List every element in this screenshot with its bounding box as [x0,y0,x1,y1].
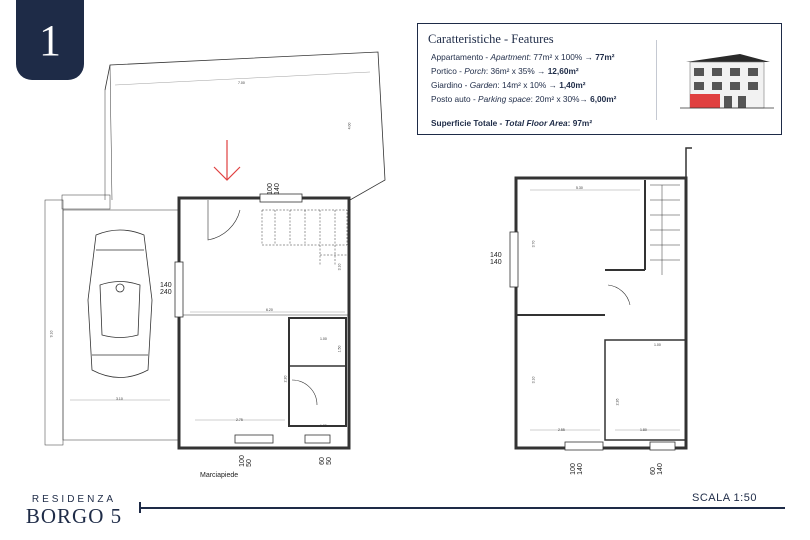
window-left-label: 140 240 [160,282,172,296]
unit-number-badge: 1 [16,0,84,80]
window-top-label: 100 140 [266,183,281,195]
feature-it: Giardino - [431,80,470,90]
footer-rule [139,507,785,509]
dim-parking-side: 9.10 [49,330,54,338]
dim-bath-bottom: 1.35 [320,424,327,428]
feature-total: Superficie Totale - Total Floor Area: 97… [431,118,592,128]
dim-upper-width: 5.30 [576,186,583,190]
window-left-upper-label: 140 140 [490,252,502,266]
feature-line-apartment: Appartamento - Apartment: 77m² x 100% → … [431,52,615,62]
lot-boundary [104,51,386,204]
dim-hall-height: 2.20 [283,375,288,383]
dim-room-width: 6.20 [266,308,273,312]
feature-result: 77m² [595,52,615,62]
upper-floor-walls [514,176,688,450]
sidewalk-label: Marciapiede [200,472,239,479]
feature-calc: : 77m² x 100% → [528,52,596,62]
brand-logo: RESIDENZA BORGO 5 [22,494,126,529]
feature-result: 12,60m² [547,66,579,76]
neighbour-strip [61,194,111,210]
total-it: Superficie Totale - [431,118,505,128]
scale-label: SCALA 1:50 [692,492,757,504]
stairs-upper [650,184,680,275]
brand-top: RESIDENZA [31,494,117,505]
ground-floor-walls [177,196,351,450]
window-left [174,261,184,318]
window-top [259,193,303,203]
car-drawing [87,229,153,378]
features-title: Caratteristiche - Features [428,32,554,46]
feature-calc: : 14m² x 10% → [497,80,560,90]
feature-it: Posto auto - [431,94,479,104]
dim-upper-side: 2.26 [615,398,620,406]
dim-bath-top: 1.00 [320,337,327,341]
dim-ground-bottom: 2.75 [236,418,243,422]
dim-room-height: 3.10 [337,263,342,271]
dim-lot-side: 4.00 [347,122,352,130]
feature-result: 6,00m² [590,94,617,104]
door-bottom-label-1: 100 50 [238,455,253,467]
bathroom-walls [288,317,347,427]
feature-calc: : 36m² x 35% → [485,66,548,76]
dim-bath-side: 1.50 [337,345,342,353]
feature-line-parking: Posto auto - Parking space: 20m² x 30%→ … [431,94,616,104]
feature-en: Porch [464,66,486,76]
feature-line-garden: Giardino - Garden: 14m² x 10% → 1,40m² [431,80,586,90]
feature-en: Apartment [490,52,529,62]
dim-upper-bath-bottom: 1.80 [640,428,647,432]
features-panel: Caratteristiche - Features Appartamento … [417,23,782,135]
dim-upper-height: 3.70 [531,240,536,248]
feature-calc: : 20m² x 30%→ [530,94,591,104]
dim-upper-lower: 2.55 [558,428,565,432]
upper-bathroom [604,339,687,441]
total-en: Total Floor Area [504,118,568,128]
feature-it: Appartamento - [431,52,491,62]
feature-it: Portico - [431,66,465,76]
feature-line-porch: Portico - Porch: 36m² x 35% → 12,60m² [431,66,579,76]
dim-lot-width: 7.00 [238,81,245,85]
dim-upper-mid: 3.10 [531,376,536,384]
entrance-arrow [213,140,241,181]
total-value: : 97m² [567,118,593,128]
door-bottom-upper-label-1: 100 140 [569,463,584,475]
unit-number: 1 [39,15,61,65]
stairs-ground [261,209,348,265]
dim-parking-width: 3.10 [116,397,123,401]
feature-en: Garden [469,80,498,90]
building-thumbnail-icon [680,54,774,109]
feature-en: Parking space [478,94,531,104]
entrance-door-swing [207,200,241,241]
brand-bottom: BORGO 5 [25,504,123,528]
parking-area [62,209,179,441]
door-bottom-label-2: 60 50 [318,457,333,465]
features-divider [656,40,657,120]
feature-result: 1,40m² [559,80,586,90]
dim-upper-bath-top: 1.00 [654,343,661,347]
door-bottom-upper-label-2: 60 140 [649,463,664,475]
